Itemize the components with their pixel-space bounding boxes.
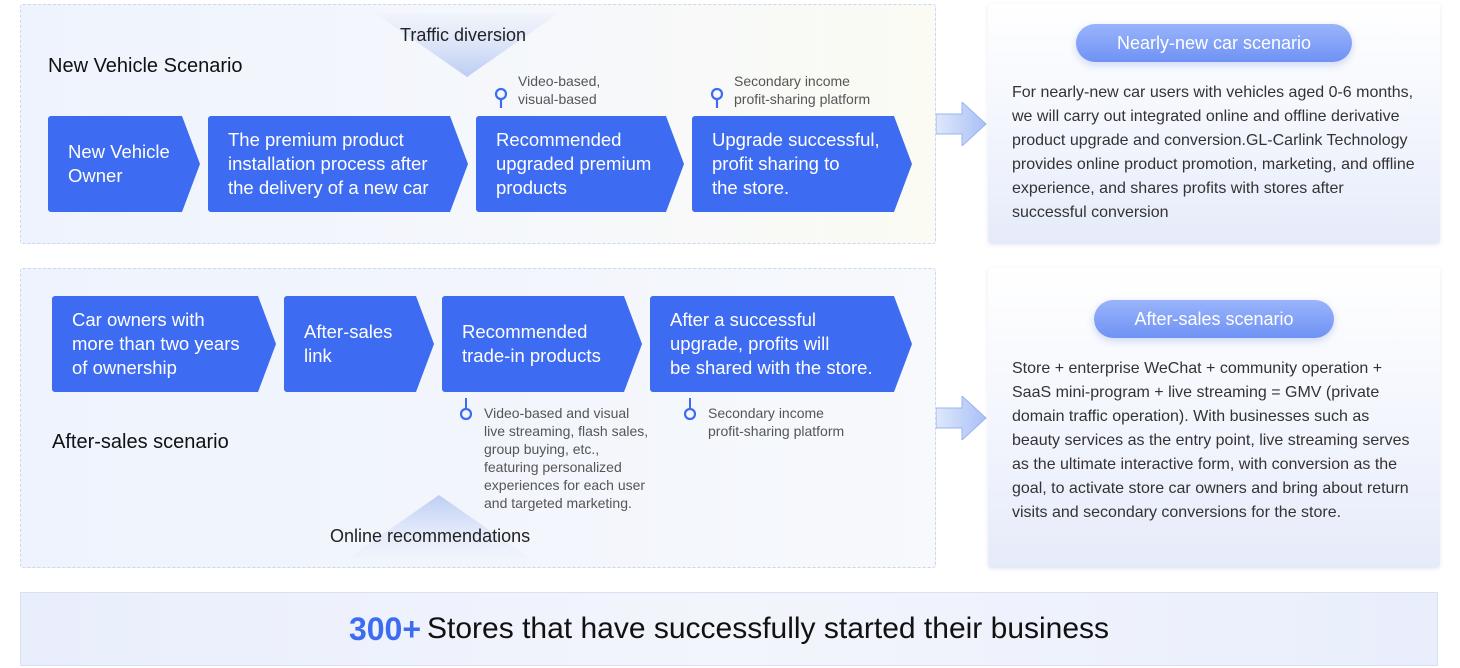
nearly-new-car-description: For nearly-new car users with vehicles a…: [1012, 84, 1415, 221]
funnel-down-icon: [375, 13, 559, 77]
after-sales-link-step: After-sales link: [284, 296, 434, 392]
nearly-new-car-pill: Nearly-new car scenario: [1076, 24, 1352, 62]
stores-banner-text: Stores that have successfully started th…: [427, 612, 1110, 645]
arrow-right-icon: [936, 102, 987, 146]
stores-banner: 300+ Stores that have successfully start…: [20, 592, 1438, 666]
location-pin-icon: [494, 87, 508, 108]
secondary-income-hint-bottom: Secondary income profit-sharing platform: [708, 405, 845, 439]
live-streaming-hint: Video-based and visual live streaming, f…: [484, 405, 649, 511]
pin-marker-icon: [459, 398, 473, 421]
funnel-up-icon: [347, 495, 531, 559]
upgrade-successful-step: Upgrade successful, profit sharing to th…: [692, 116, 912, 212]
recommended-upgraded-step: Recommended upgraded premium products: [476, 116, 684, 212]
recommended-trade-in-step: Recommended trade-in products: [442, 296, 642, 392]
online-recommendations-label: Online recommendations: [330, 526, 531, 546]
car-owners-step: Car owners with more than two years of o…: [52, 296, 276, 392]
stores-count: 300+: [348, 610, 422, 647]
secondary-income-hint: Secondary income profit-sharing platform: [734, 73, 871, 107]
traffic-diversion-label: Traffic diversion: [400, 25, 527, 45]
location-pin-icon: [710, 87, 724, 108]
nearly-new-car-card: Nearly-new car scenario For nearly-new c…: [988, 4, 1440, 244]
after-sales-card: After-sales scenario Store + enterprise …: [988, 268, 1440, 568]
after-sales-description: Store + enterprise WeChat + community op…: [1012, 360, 1410, 521]
pin-marker-icon: [683, 398, 697, 421]
profits-shared-step: After a successful upgrade, profits will…: [650, 296, 912, 392]
premium-installation-step: The premium product installation process…: [208, 116, 468, 212]
after-sales-pill: After-sales scenario: [1094, 300, 1334, 338]
after-sales-scenario-title: After-sales scenario: [52, 431, 229, 453]
new-vehicle-scenario-title: New Vehicle Scenario: [48, 55, 243, 77]
new-vehicle-owner-step: New Vehicle Owner: [48, 116, 200, 212]
arrow-right-icon: [936, 396, 987, 440]
video-visual-hint: Video-based, visual-based: [518, 73, 601, 107]
